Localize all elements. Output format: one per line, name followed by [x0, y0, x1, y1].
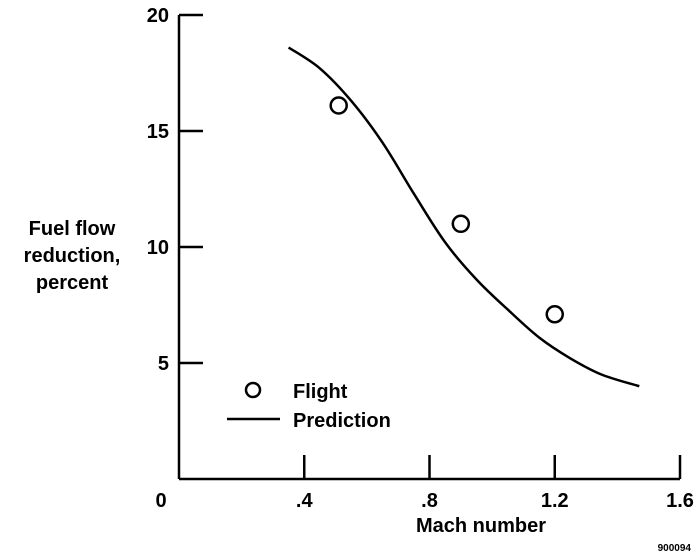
- y-axis-label-line-3: percent: [36, 272, 109, 294]
- y-tick-label: 15: [147, 121, 169, 143]
- y-axis-label-line-1: Fuel flow: [29, 218, 116, 240]
- figure-id: 900094: [658, 543, 692, 554]
- data-point-flight: [451, 214, 471, 234]
- x-ticks: 0 .4 .8 1.2 1.6: [155, 455, 694, 512]
- x-axis-label: Mach number: [416, 515, 546, 537]
- legend-flight-marker: [244, 381, 262, 399]
- series-prediction-line: [287, 46, 640, 388]
- data-point-flight: [545, 305, 564, 324]
- x-tick-label: 1.2: [541, 490, 569, 512]
- y-axis-label-line-2: reduction,: [24, 245, 121, 267]
- data-point-flight: [329, 96, 348, 115]
- legend: Flight Prediction: [227, 381, 391, 432]
- legend-prediction-label: Prediction: [293, 410, 391, 432]
- x-tick-label: .4: [296, 490, 314, 512]
- x-tick-label: 1.6: [666, 490, 694, 512]
- x-tick-label: 0: [155, 490, 166, 512]
- legend-flight-label: Flight: [293, 381, 348, 403]
- x-tick-label: .8: [421, 490, 438, 512]
- y-tick-label: 5: [158, 353, 169, 375]
- y-tick-label: 10: [147, 237, 169, 259]
- y-tick-label: 20: [147, 5, 169, 27]
- series-flight-points: [329, 96, 564, 324]
- y-ticks: 5 10 15 20: [147, 5, 203, 375]
